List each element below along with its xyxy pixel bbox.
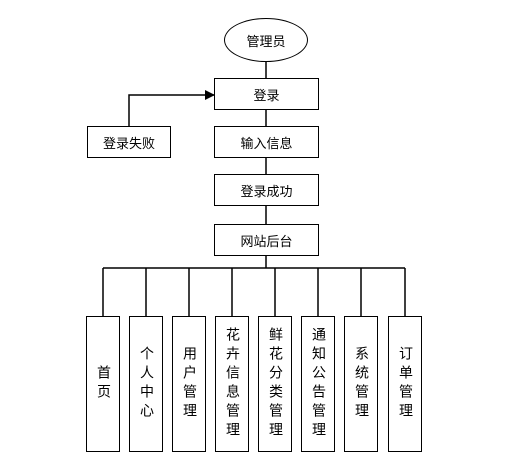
module-user-management: 用户管理 (172, 316, 206, 452)
login-success-node: 登录成功 (214, 174, 319, 206)
login-node: 登录 (214, 78, 319, 110)
module-order-management: 订单管理 (388, 316, 422, 452)
module-system-management: 系统管理 (344, 316, 378, 452)
module-connectors (102, 268, 406, 316)
module-home: 首页 (86, 316, 120, 452)
backend-node: 网站后台 (214, 224, 319, 256)
module-notice-management: 通知公告管理 (301, 316, 335, 452)
input-info-node: 输入信息 (214, 126, 319, 158)
module-flower-category-management: 鲜花分类管理 (258, 316, 292, 452)
login-failed-node: 登录失败 (87, 126, 171, 158)
module-flower-info-management: 花卉信息管理 (215, 316, 249, 452)
connector-failed-to-login (128, 90, 215, 126)
module-personal-center: 个人中心 (129, 316, 163, 452)
start-node-admin: 管理员 (224, 18, 308, 62)
